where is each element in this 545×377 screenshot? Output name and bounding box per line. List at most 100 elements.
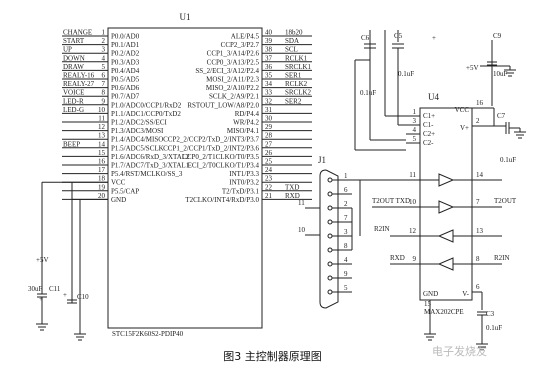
u1-pin-name: P1.3/ADC3/MOSI xyxy=(111,127,164,135)
u4-pin-name: V- xyxy=(462,290,469,298)
u1-pin-name: P0.1/AD1 xyxy=(111,41,140,49)
t2-driver xyxy=(438,200,455,214)
u1-pin-number: 21 xyxy=(265,192,273,200)
u1-pin-number: 28 xyxy=(265,132,273,140)
c7-ref: C7 xyxy=(497,112,506,120)
u1-pin-name: P5.4/RST/MCLKO/SS_3 xyxy=(111,170,183,178)
u1-left-net-label: DRAW xyxy=(63,63,84,71)
u1-pin-name: P0.2/AD2 xyxy=(111,50,140,58)
u1-pin-name: P0.4/AD4 xyxy=(111,67,140,75)
u1-right-net-label: SRCLK2 xyxy=(285,89,312,97)
u1-pin-number: 29 xyxy=(265,123,273,131)
u1-pin-number: 24 xyxy=(265,166,273,174)
u1-pin-name: CCP2_2/CCP2/TxD_2/INT3/P3.7 xyxy=(163,136,259,144)
u1-pin-number: 1 xyxy=(102,29,106,37)
u1-pin-name: VCC xyxy=(111,179,126,187)
net-label-r1out: R2IN xyxy=(374,225,390,233)
u4-pin-number: 12 xyxy=(409,227,417,235)
u1-pin-name: P1.4/ADC4/MISO xyxy=(111,136,163,144)
u4-pin-number: 4 xyxy=(413,126,417,134)
j1-pin-number: 8 xyxy=(344,242,348,250)
u1-left-net-label: CHANGE xyxy=(63,29,92,37)
u1-left-net-label: REALY-16 xyxy=(63,72,95,80)
c11-ref: C11 xyxy=(49,285,61,293)
u4-pin-number: 5 xyxy=(413,135,417,143)
c5-ref: C5 xyxy=(394,32,403,40)
u1-pin-number: 5 xyxy=(102,63,106,71)
u1-pin-number: 32 xyxy=(265,97,273,105)
u4-pin-number: 16 xyxy=(476,99,484,107)
u1-pin-number: 16 xyxy=(98,158,106,166)
c11-value: 30uF xyxy=(28,285,43,293)
net-label-r2out: RXD xyxy=(390,254,405,262)
u1-right-net-label: RXD xyxy=(285,192,300,200)
u1-pin-number: 37 xyxy=(265,54,273,62)
u4-pin-number: 9 xyxy=(413,255,417,263)
u1-ref: U1 xyxy=(180,12,191,22)
u4-pin-number: 15 xyxy=(424,300,432,308)
j1-pin-number: 6 xyxy=(344,186,348,194)
u1-pin-number: 3 xyxy=(102,46,106,54)
u1-pin-name: GND xyxy=(111,196,126,204)
j1-ref: J1 xyxy=(318,155,326,165)
u1-left-net-label: UP xyxy=(63,46,72,54)
u1-pin-number: 12 xyxy=(98,123,106,131)
u1-left-net-label: LED-R xyxy=(63,97,84,105)
u1-pin-name: P0.6/AD6 xyxy=(111,84,140,92)
c9-value: 10uF xyxy=(493,70,508,78)
u1-pin-number: 7 xyxy=(102,80,106,88)
c3-ref: C3 xyxy=(486,310,495,318)
figure-caption: 图3 主控制器原理图 xyxy=(223,350,322,363)
j1-left-pin-number: 10 xyxy=(298,226,306,234)
u1-pin-number: 14 xyxy=(98,140,106,148)
u1-pin-name: CCP2_3/P2.7 xyxy=(221,41,260,49)
u1-pin-name: RSTOUT_LOW/A8/P2.0 xyxy=(187,101,259,109)
u1-pin-number: 31 xyxy=(265,106,273,114)
u4-pin-number: 13 xyxy=(476,227,484,235)
u4-pin-name: VCC xyxy=(455,106,470,114)
u1-pin-number: 23 xyxy=(265,175,273,183)
u1-pin-number: 15 xyxy=(98,149,106,157)
u1-pin-name: MISO_2/A10/P2.2 xyxy=(206,84,260,92)
u1-right-net-label: SRCLK1 xyxy=(285,63,312,71)
u4-pin-number: 11 xyxy=(409,171,416,179)
u1-pin-number: 6 xyxy=(102,72,106,80)
u1-right-net-label: 18b20 xyxy=(285,29,303,37)
u1-pin-name: P0.7/AD7 xyxy=(111,93,140,101)
u4-pin-number: 1 xyxy=(413,108,417,116)
u4-pin-name: C1+ xyxy=(423,112,435,120)
c5-value: 0.1uF xyxy=(398,70,414,78)
u1-pin-number: 30 xyxy=(265,115,273,123)
j1-pin-number: 5 xyxy=(344,284,348,292)
wires xyxy=(36,27,526,351)
net-label-r2in: R2IN xyxy=(494,254,510,262)
u1-pin-name: P1.2/ADC2/SS/ECI xyxy=(111,119,167,127)
u1-pin-name: MISO/P4.1 xyxy=(227,127,260,135)
u1-pin-name: ECI_2/T0CLKO/T1/P3.4 xyxy=(188,162,260,170)
r2-receiver xyxy=(437,257,454,271)
u1-right-net-label: RCLK1 xyxy=(285,54,308,62)
j1-pin xyxy=(327,233,333,239)
u4-pin-number: 2 xyxy=(476,117,480,125)
u4-pin-name: C2+ xyxy=(423,130,435,138)
u4-pin-number: 8 xyxy=(476,255,480,263)
u1-pin-name: INT1/P3.3 xyxy=(229,170,259,178)
u1-pin-name: P0.0/AD0 xyxy=(111,33,140,41)
c10-ref: C10 xyxy=(77,293,89,301)
u1-right-net-label: SER2 xyxy=(285,97,302,105)
u4-pin-name: C2- xyxy=(423,139,434,147)
u1-pin-name: SS_2/ECI_3/A12/P2.4 xyxy=(195,67,259,75)
cap-polarity: + xyxy=(432,34,436,42)
u4-pin-number: 10 xyxy=(409,198,417,206)
u4-part-number: MAX202CPE xyxy=(424,308,464,316)
j1-pin-number: 1 xyxy=(344,172,348,180)
u1-pin-number: 8 xyxy=(102,89,106,97)
u1-pin-name: CCP0_2/T1CLKO/T0/P3.5 xyxy=(182,153,259,161)
u4-pin-number: 14 xyxy=(476,171,484,179)
supply-label-right: +5V xyxy=(466,64,479,72)
j1-pin xyxy=(327,191,333,197)
u1-pin-name: P1.0/ADC0/CCP1/RxD2 xyxy=(111,101,182,109)
c7-value: 0.1uF xyxy=(500,156,516,164)
